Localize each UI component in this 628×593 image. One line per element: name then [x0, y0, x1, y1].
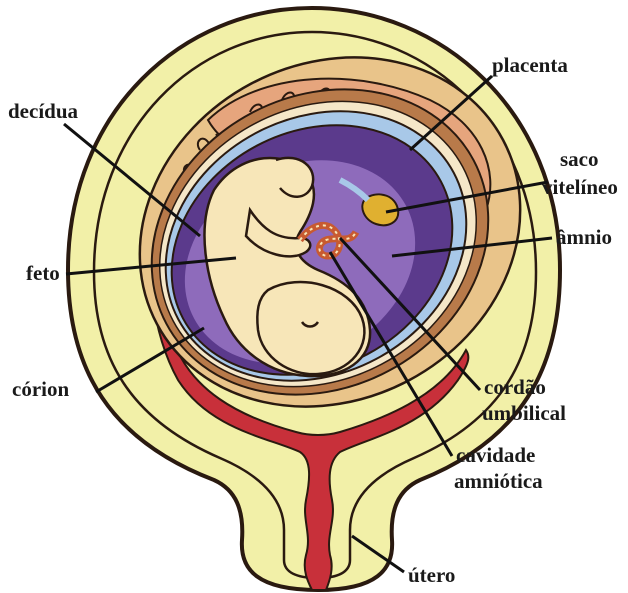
label-utero: útero [408, 563, 455, 587]
label-feto: feto [26, 261, 60, 285]
label-saco-line2: vitelíneo [542, 175, 618, 199]
label-cordao-line2: umbilical [482, 401, 566, 425]
label-placenta: placenta [492, 53, 568, 77]
label-saco-line1: saco [560, 147, 599, 171]
label-corion: córion [12, 377, 69, 401]
label-amnio: âmnio [556, 225, 612, 249]
label-cavidade-line1: cavidade [456, 443, 535, 467]
label-cavidade-line2: amniótica [454, 469, 543, 493]
label-decidua: decídua [8, 99, 79, 123]
label-cordao-line1: cordão [484, 375, 546, 399]
